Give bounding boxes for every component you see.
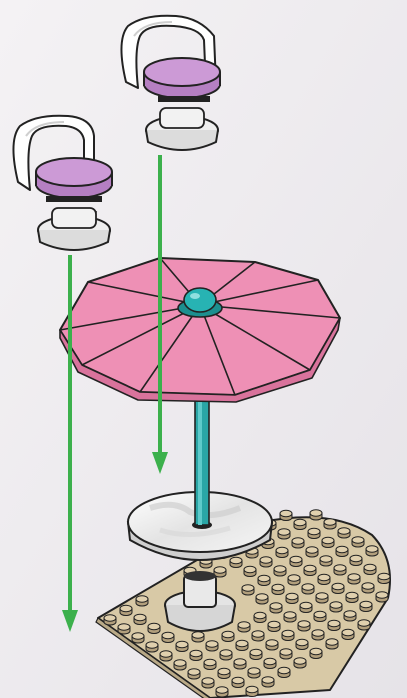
- stud-top: [286, 593, 298, 599]
- stud-top: [238, 622, 250, 628]
- stud-top: [318, 574, 330, 580]
- stud-top: [214, 567, 226, 573]
- stud-top: [190, 650, 202, 656]
- stud-top: [204, 659, 216, 665]
- stud-top: [306, 547, 318, 553]
- stud-top: [236, 640, 248, 646]
- stud-top: [350, 555, 362, 561]
- stud-top: [174, 660, 186, 666]
- stud-top: [302, 584, 314, 590]
- umbrella-icon: [60, 258, 340, 402]
- stud-top: [104, 615, 116, 621]
- stud-top: [146, 642, 158, 648]
- stud-top: [216, 687, 228, 693]
- stud-top: [278, 529, 290, 535]
- stud-top: [248, 668, 260, 674]
- stud-top: [320, 556, 332, 562]
- stud-top: [256, 594, 268, 600]
- stud-top: [188, 669, 200, 675]
- stud-top: [244, 566, 256, 572]
- stud-top: [260, 557, 272, 563]
- stud-top: [262, 677, 274, 683]
- stud-top: [254, 612, 266, 618]
- stud-top: [202, 678, 214, 684]
- stud-top: [310, 648, 322, 654]
- stud-top: [328, 620, 340, 626]
- stud-top: [282, 630, 294, 636]
- stud-top: [376, 592, 388, 598]
- stud-top: [250, 649, 262, 655]
- stud-top: [252, 631, 264, 637]
- stud-top: [284, 612, 296, 618]
- stud-top: [276, 547, 288, 553]
- stud-top: [206, 641, 218, 647]
- stud-top: [334, 565, 346, 571]
- stud-top: [300, 602, 312, 608]
- stud-top: [352, 537, 364, 543]
- stud-top: [274, 566, 286, 572]
- stud-top: [366, 546, 378, 552]
- stud-top: [324, 519, 336, 525]
- stud-top: [266, 640, 278, 646]
- stud-top: [268, 621, 280, 627]
- umbrella-pole: [195, 400, 209, 525]
- stud-top: [192, 632, 204, 638]
- stud-top: [336, 546, 348, 552]
- stud-top: [230, 557, 242, 563]
- stud-top: [134, 614, 146, 620]
- stud-top: [358, 620, 370, 626]
- stud-top: [270, 603, 282, 609]
- stud-top: [162, 632, 174, 638]
- stud-top: [118, 624, 130, 630]
- stud-top: [330, 602, 342, 608]
- stud-top: [304, 565, 316, 571]
- stud-top: [292, 538, 304, 544]
- stud-top: [364, 564, 376, 570]
- stud-top: [342, 629, 354, 635]
- stud-top: [278, 667, 290, 673]
- stud-top: [332, 583, 344, 589]
- stud-top: [360, 601, 372, 607]
- stud-top: [316, 593, 328, 599]
- stud-top: [294, 519, 306, 525]
- stud-top: [280, 510, 292, 516]
- stud-top: [312, 630, 324, 636]
- stud-top: [296, 639, 308, 645]
- stud-top: [218, 668, 230, 674]
- stud-top: [264, 658, 276, 664]
- stud-top: [346, 592, 358, 598]
- stud-top: [310, 510, 322, 516]
- stud-top: [326, 639, 338, 645]
- stud-top: [120, 605, 132, 611]
- stud-top: [314, 611, 326, 617]
- stud-top: [160, 651, 172, 657]
- stud-top: [232, 677, 244, 683]
- stud-top: [298, 621, 310, 627]
- stud-top: [242, 585, 254, 591]
- stud-top: [288, 575, 300, 581]
- stud-top: [362, 583, 374, 589]
- stud-top: [344, 611, 356, 617]
- stud-top: [148, 623, 160, 629]
- stud-top: [136, 596, 148, 602]
- stud-top: [272, 584, 284, 590]
- stud-top: [222, 631, 234, 637]
- stud-top: [176, 641, 188, 647]
- stud-top: [308, 528, 320, 534]
- stud-top: [290, 556, 302, 562]
- stud-top: [378, 573, 390, 579]
- stud-top: [348, 574, 360, 580]
- stud-top: [220, 650, 232, 656]
- stud-top: [132, 633, 144, 639]
- stud-top: [258, 575, 270, 581]
- stud-top: [280, 649, 292, 655]
- stud-top: [294, 658, 306, 664]
- stud-top: [234, 659, 246, 665]
- stud-top: [338, 528, 350, 534]
- stud-top: [246, 686, 258, 692]
- stud-top: [322, 537, 334, 543]
